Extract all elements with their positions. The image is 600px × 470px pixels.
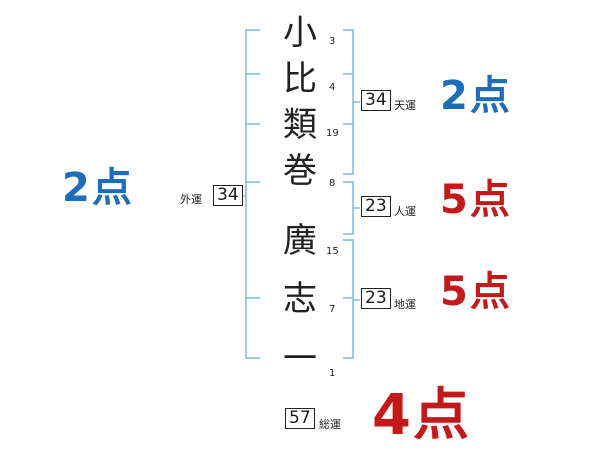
heaven-fortune-value: 34 — [361, 90, 391, 111]
outer-bracket — [245, 29, 260, 359]
name-char-6: 志 — [283, 279, 317, 319]
outer-fortune-value: 34 — [213, 185, 243, 206]
stroke-count-2: 4 — [329, 82, 336, 93]
earth-fortune-value: 23 — [361, 288, 391, 309]
stroke-count-1: 3 — [329, 36, 336, 47]
name-char-2: 比 — [283, 59, 317, 99]
person-fortune-score: 5点 — [440, 177, 512, 223]
heaven-fortune-score: 2点 — [440, 73, 512, 119]
outer-fortune-label: 外運 — [180, 193, 202, 206]
total-fortune-label: 総運 — [319, 418, 341, 431]
heaven-bracket — [343, 29, 354, 175]
outer-fortune-score: 2点 — [62, 165, 134, 211]
stroke-count-7: 1 — [329, 368, 336, 379]
earth-fortune-score: 5点 — [440, 269, 512, 315]
stroke-count-5: 15 — [326, 246, 339, 257]
stroke-count-6: 7 — [329, 304, 336, 315]
name-char-3: 類 — [283, 105, 317, 145]
name-char-4: 巻 — [283, 151, 317, 191]
total-fortune-value: 57 — [285, 408, 315, 429]
heaven-fortune-label: 天運 — [394, 99, 416, 112]
name-char-5: 廣 — [283, 221, 317, 261]
person-bracket — [343, 181, 354, 235]
name-char-7: 一 — [283, 339, 317, 379]
total-fortune-score: 4点 — [372, 383, 471, 448]
name-char-1: 小 — [283, 13, 317, 53]
earth-bracket — [343, 239, 354, 359]
stroke-count-4: 8 — [329, 178, 336, 189]
stroke-count-3: 19 — [326, 128, 339, 139]
earth-fortune-label: 地運 — [394, 298, 416, 311]
person-fortune-value: 23 — [361, 196, 391, 217]
person-fortune-label: 人運 — [394, 205, 416, 218]
